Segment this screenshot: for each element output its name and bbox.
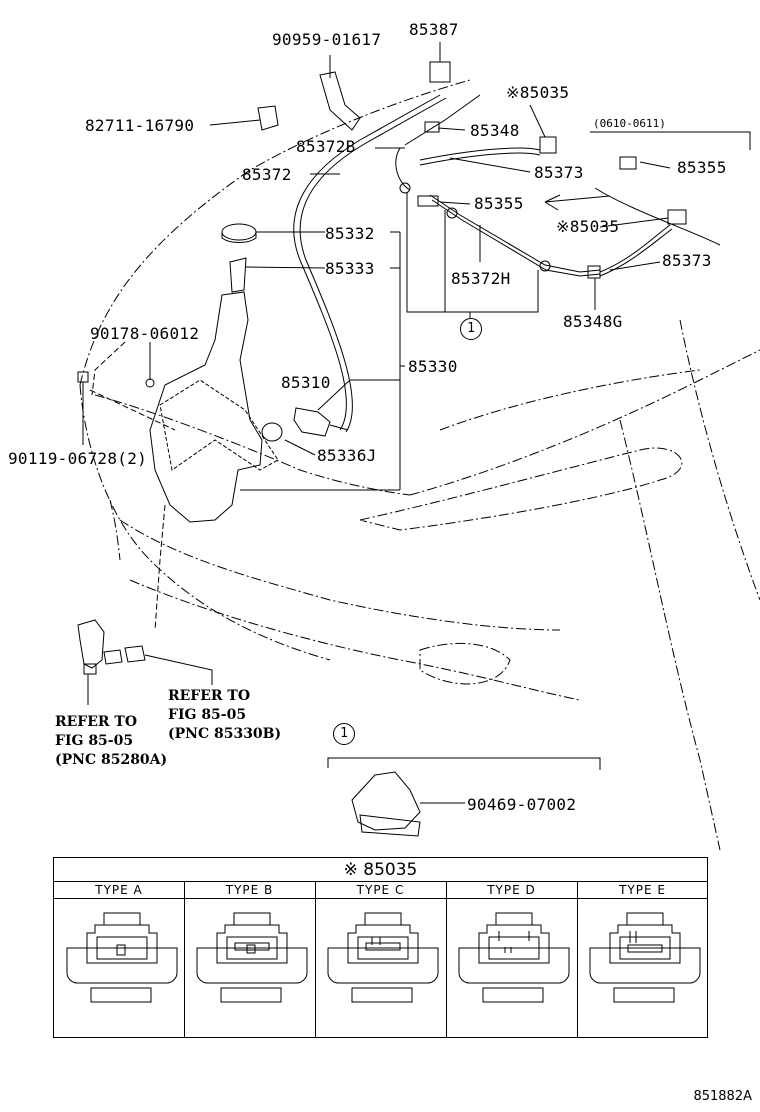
diagram-code: 851882A — [693, 1089, 752, 1104]
hood-front-line — [409, 349, 760, 496]
fender-curve — [679, 319, 760, 601]
headlight — [359, 447, 683, 531]
ref-b-line3: (PNC 85330B) — [168, 726, 282, 742]
label-85355-mid: 85355 — [474, 194, 524, 213]
connector-85035-top — [539, 136, 557, 154]
label-85372: 85372 — [242, 165, 292, 184]
type-a-connector — [66, 912, 178, 1003]
hood-line — [94, 394, 411, 496]
type-d-connector — [458, 912, 570, 1003]
hose-85372b — [395, 147, 411, 191]
lower-pump-a — [77, 619, 105, 669]
clip-90469 — [351, 771, 421, 831]
label-90959-01617: 90959-01617 — [272, 30, 382, 49]
clip-90959 — [319, 71, 361, 131]
label-85348G: 85348G — [563, 312, 623, 331]
label-85332: 85332 — [325, 224, 375, 243]
label-90178-06012: 90178-06012 — [90, 324, 200, 343]
washer-pump — [293, 407, 331, 437]
ref-a-line3: (PNC 85280A) — [55, 752, 168, 768]
filler-neck — [229, 257, 247, 293]
hose-85373-right — [599, 224, 671, 273]
bumper-line-2 — [129, 579, 581, 701]
label-85373-right: 85373 — [662, 251, 712, 270]
bumper-line-1 — [119, 519, 561, 631]
label-85336J: 85336J — [317, 446, 377, 465]
callout-1-clip: 1 — [333, 723, 355, 745]
label-85373-top: 85373 — [534, 163, 584, 182]
type-e-header: TYPE E — [577, 882, 708, 899]
joint-85348 — [424, 121, 440, 133]
label-85387: 85387 — [409, 20, 459, 39]
type-b-header: TYPE B — [184, 882, 315, 899]
type-variants-table: ※ 85035 TYPE A TYPE B TYPE C TYPE D TYPE… — [53, 857, 708, 1038]
label-85348: 85348 — [470, 121, 520, 140]
label-85035-mid: ※85035 — [556, 217, 620, 236]
joint-85348g — [587, 265, 601, 279]
nozzle-85387 — [429, 61, 451, 83]
type-e-connector — [589, 912, 701, 1003]
lower-grommet-b — [124, 645, 146, 663]
label-85035-top: ※85035 — [506, 83, 570, 102]
label-82711-16790: 82711-16790 — [85, 116, 195, 135]
tank-cap — [221, 223, 257, 241]
clamp-82711 — [257, 105, 279, 131]
fog-lamp — [419, 642, 511, 685]
hose-85372 — [293, 94, 441, 431]
label-90469-07002: 90469-07002 — [467, 795, 577, 814]
type-connector-drawings — [66, 912, 701, 1003]
grommet — [261, 422, 283, 442]
hood-edge — [79, 79, 471, 386]
type-a-header: TYPE A — [54, 882, 184, 899]
hose-85373 — [419, 147, 541, 161]
label-85372H: 85372H — [451, 269, 511, 288]
type-c-connector — [327, 912, 439, 1003]
joint-85355-mid — [417, 195, 439, 207]
ref-a-line2: FIG 85-05 — [55, 733, 134, 749]
label-85355-right: 85355 — [677, 158, 727, 177]
callout-1-hose: 1 — [460, 318, 482, 340]
types-table-title: ※ 85035 — [54, 858, 707, 882]
ref-b-line1: REFER TO — [168, 688, 251, 704]
hood-crease — [439, 369, 701, 431]
type-c-header: TYPE C — [315, 882, 446, 899]
type-d-header: TYPE D — [446, 882, 577, 899]
label-85333: 85333 — [325, 259, 375, 278]
washer-tank — [149, 291, 263, 523]
type-b-connector — [196, 912, 308, 1003]
ref-b-line2: FIG 85-05 — [168, 707, 247, 723]
label-85330: 85330 — [408, 357, 458, 376]
label-85372B: 85372B — [296, 137, 356, 156]
ref-a-line1: REFER TO — [55, 714, 138, 730]
label-90119-06728: 90119-06728(2) — [8, 449, 148, 468]
label-date-range: (0610-0611) — [593, 117, 666, 130]
bumper-outline — [79, 384, 331, 661]
connector-85035-mid — [667, 209, 687, 225]
label-85310: 85310 — [281, 373, 331, 392]
fender-line — [619, 419, 721, 851]
joint-85355-right — [619, 156, 637, 170]
